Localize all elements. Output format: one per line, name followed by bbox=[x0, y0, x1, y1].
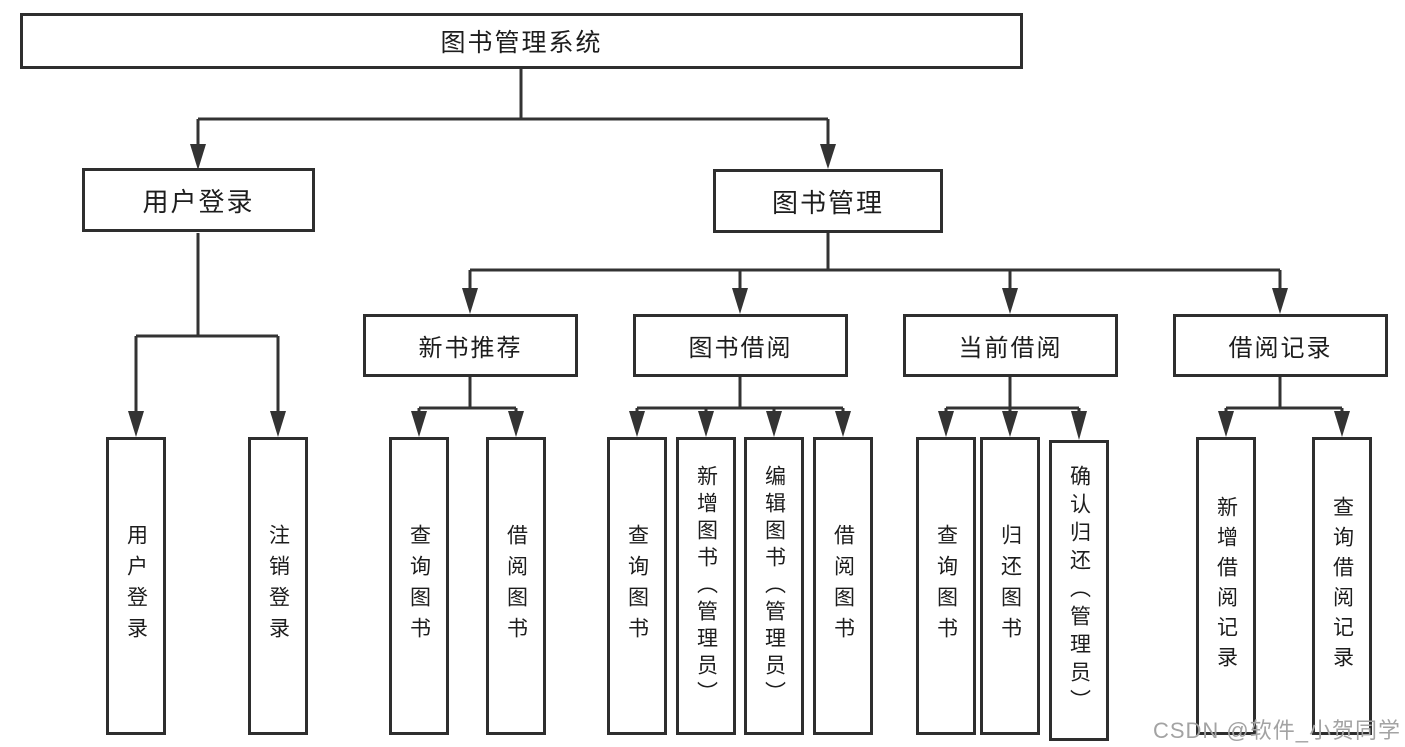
leaf-user-login: 用户登录 bbox=[106, 437, 166, 735]
leaf-return-books: 归还图书 bbox=[980, 437, 1040, 735]
node-current-borrowing: 当前借阅 bbox=[903, 314, 1118, 377]
csdn-watermark: CSDN @软件_小贺同学 bbox=[1152, 718, 1401, 743]
leaf-query-borrow-record: 查询借阅记录 bbox=[1312, 437, 1372, 735]
leaf-logout: 注销登录 bbox=[248, 437, 308, 735]
node-book-management: 图书管理 bbox=[713, 169, 943, 233]
node-root-system: 图书管理系统 bbox=[20, 13, 1023, 69]
arrowheads bbox=[128, 144, 1350, 440]
leaf-borrow-books-2: 借阅图书 bbox=[813, 437, 873, 735]
leaf-add-books-admin: 新增图书（管理员） bbox=[676, 437, 736, 735]
leaf-add-borrow-record: 新增借阅记录 bbox=[1196, 437, 1256, 735]
leaf-query-books-1: 查询图书 bbox=[389, 437, 449, 735]
node-book-borrowing: 图书借阅 bbox=[633, 314, 848, 377]
node-borrowing-records: 借阅记录 bbox=[1173, 314, 1388, 377]
leaf-borrow-books-1: 借阅图书 bbox=[486, 437, 546, 735]
leaf-query-books-2: 查询图书 bbox=[607, 437, 667, 735]
leaf-edit-books-admin: 编辑图书（管理员） bbox=[744, 437, 804, 735]
leaf-confirm-return-admin: 确认归还（管理员） bbox=[1049, 440, 1109, 741]
node-new-book-recommend: 新书推荐 bbox=[363, 314, 578, 377]
leaf-query-books-3: 查询图书 bbox=[916, 437, 976, 735]
node-user-login: 用户登录 bbox=[82, 168, 315, 232]
